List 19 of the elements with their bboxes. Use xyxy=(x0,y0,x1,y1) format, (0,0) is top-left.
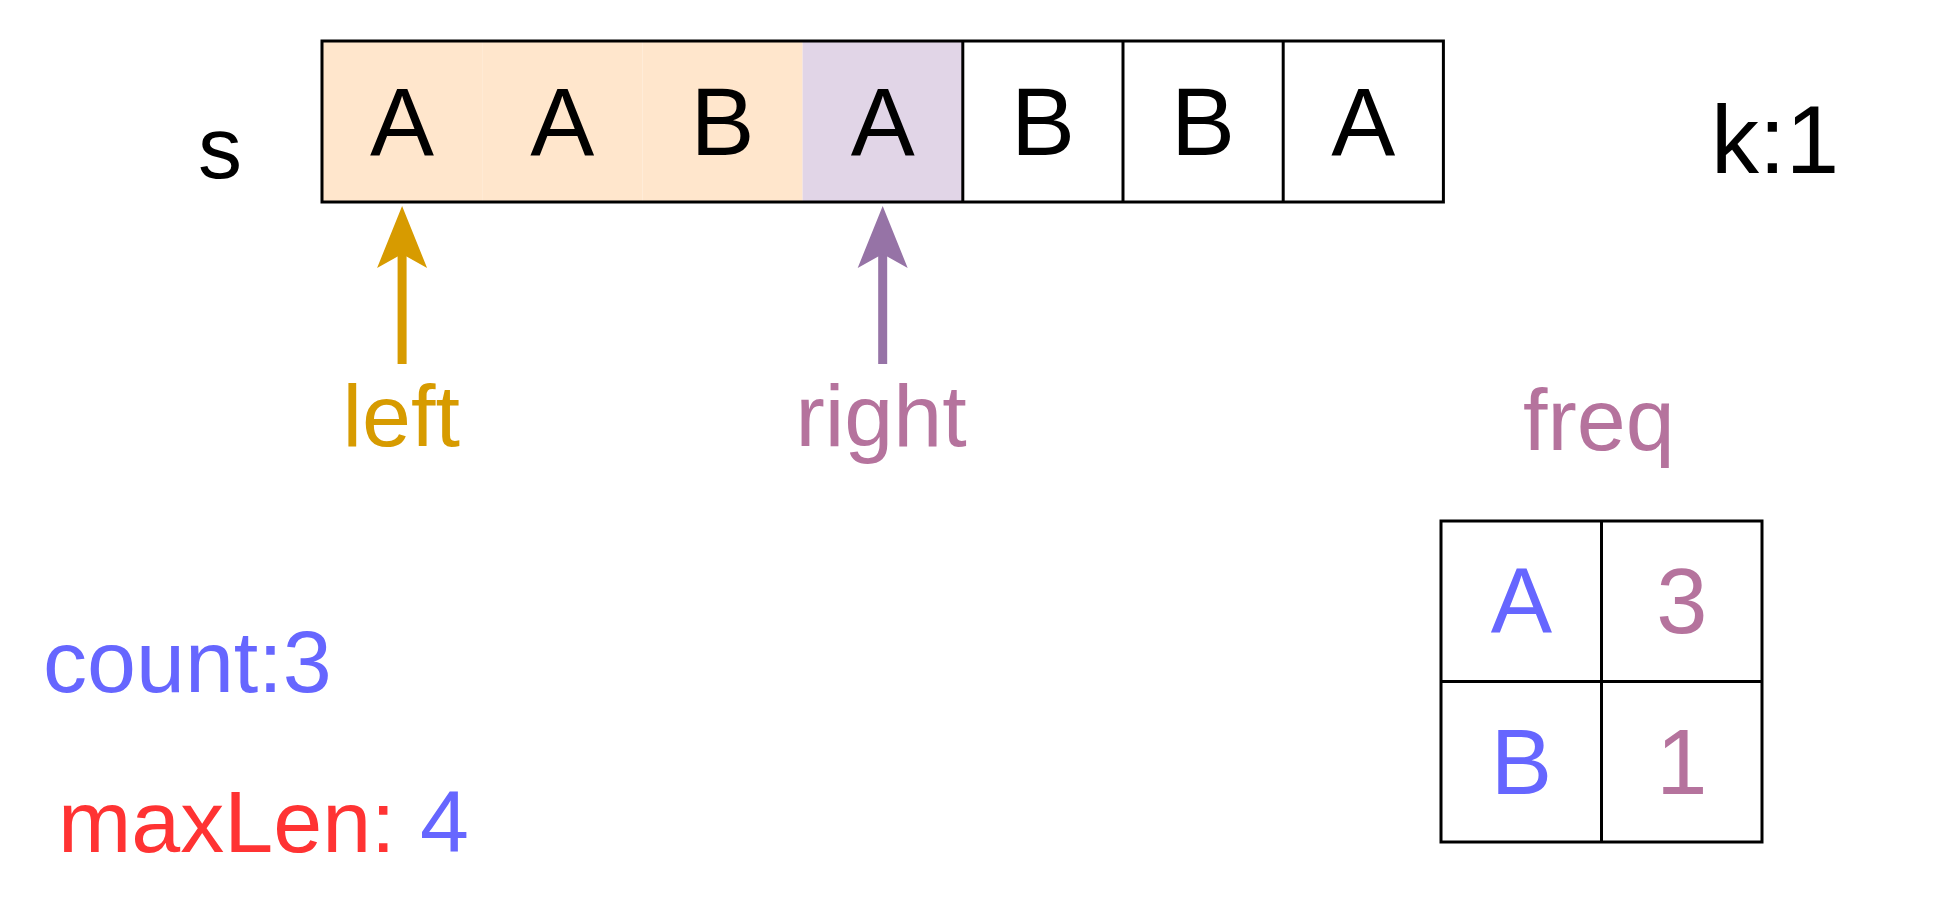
window-limit-label: k:1 xyxy=(1711,92,1840,188)
string-cell: B xyxy=(962,41,1123,202)
pointer-arrow xyxy=(857,206,908,364)
highlighted-window-cell: A xyxy=(322,41,483,202)
table-key: B xyxy=(1490,715,1553,808)
string-cell: A xyxy=(1283,41,1444,202)
count-label: count:3 xyxy=(43,618,332,706)
pointer-arrow xyxy=(377,206,428,364)
table-value: 3 xyxy=(1656,555,1708,648)
string-name: s xyxy=(198,104,242,192)
table-key: A xyxy=(1490,555,1553,648)
highlighted-window-cell: A xyxy=(482,41,643,202)
max-length-label: maxLen: xyxy=(58,778,396,866)
string-cell: B xyxy=(1123,41,1284,202)
current-cell: A xyxy=(802,41,963,202)
max-length-value: 4 xyxy=(420,778,469,866)
highlighted-window-cell: B xyxy=(642,41,803,202)
table-value: 1 xyxy=(1656,715,1708,808)
pointer-label: left xyxy=(342,372,460,460)
